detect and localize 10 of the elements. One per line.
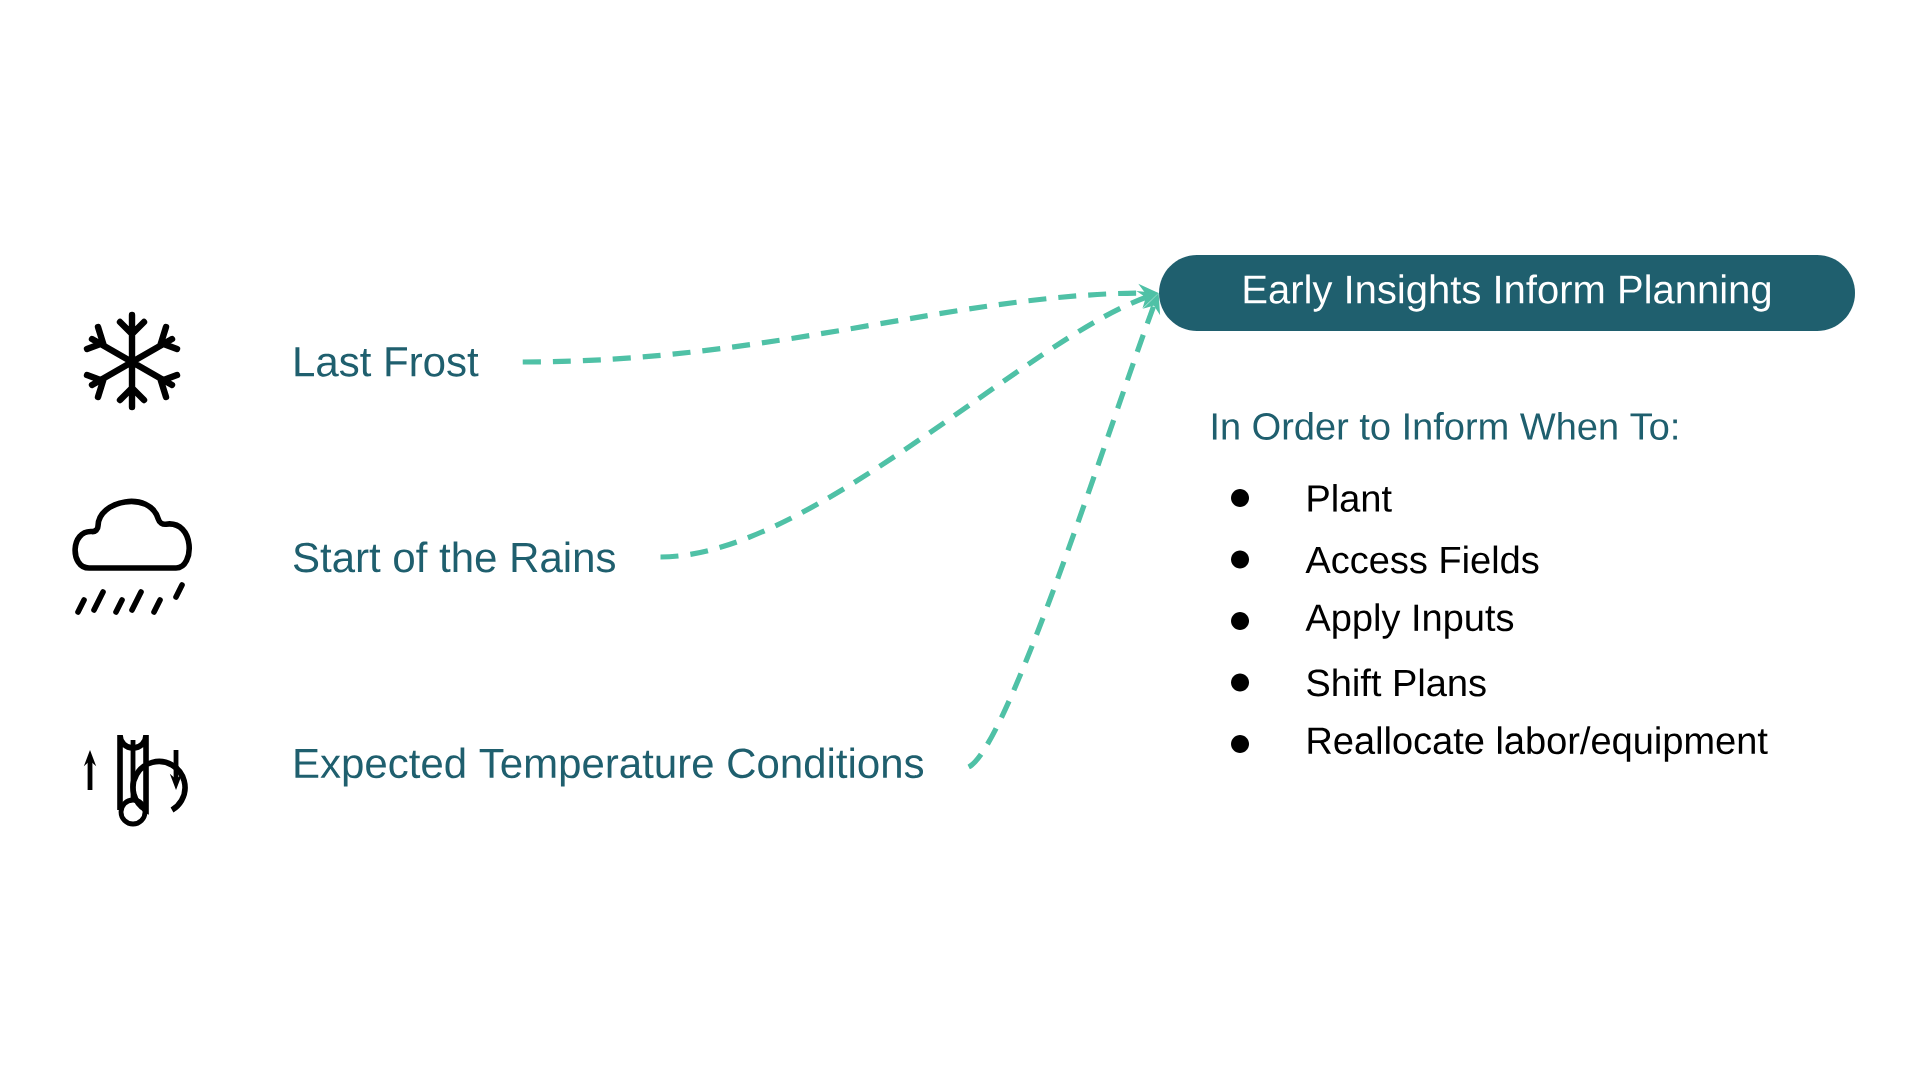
list-item: Plant: [1308, 484, 1392, 512]
list-item: Reallocate labor/equipment: [1308, 726, 1768, 762]
title-pill: Early Insights Inform Planning: [1159, 255, 1855, 331]
item-label: Expected Temperature Conditions: [295, 747, 924, 787]
list-heading: In Order to Inform When To:: [1212, 412, 1677, 440]
item-label: Last Frost: [295, 347, 479, 377]
list-item: Apply Inputs: [1305, 603, 1514, 639]
item-label: Start of the Rains: [293, 541, 615, 573]
list-item: Shift Plans: [1307, 668, 1486, 697]
list-item: Access Fields: [1305, 545, 1539, 574]
